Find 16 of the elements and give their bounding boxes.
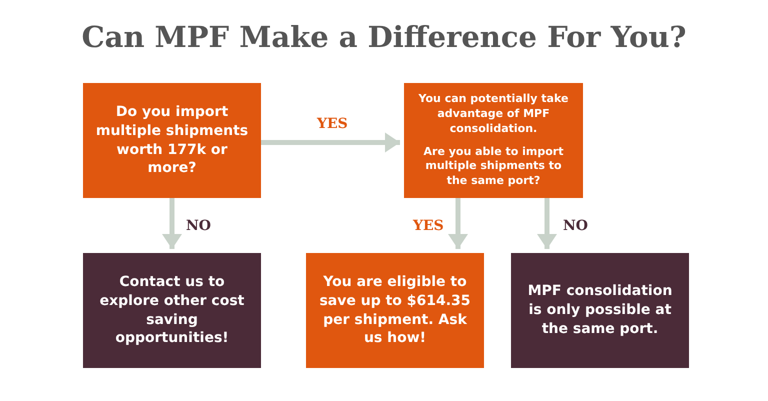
arrow [537, 198, 557, 249]
box-text: Do you import multiple shipments worth 177k or more? [95, 102, 249, 178]
process-box [83, 83, 261, 198]
process-box [511, 253, 689, 368]
box-text: MPF consolidation is only possible at the same port. [526, 282, 674, 339]
arrow [448, 198, 468, 249]
box-text: You can potentially take advantage of MPF consolidation. [418, 92, 570, 136]
process-box [306, 253, 484, 368]
box-text: Are you able to import multiple shipments to the same port? [422, 144, 564, 190]
arrow [162, 198, 182, 249]
process-box [404, 83, 583, 198]
arrow [261, 132, 400, 152]
box-text: Contact us to explore other cost saving opportunities! [98, 272, 246, 348]
box-text: You are eligible to save up to $614.35 per shipment. Ask us how! [318, 272, 472, 348]
title: Can MPF Make a Difference For You? [80, 20, 688, 54]
process-box [83, 253, 261, 368]
